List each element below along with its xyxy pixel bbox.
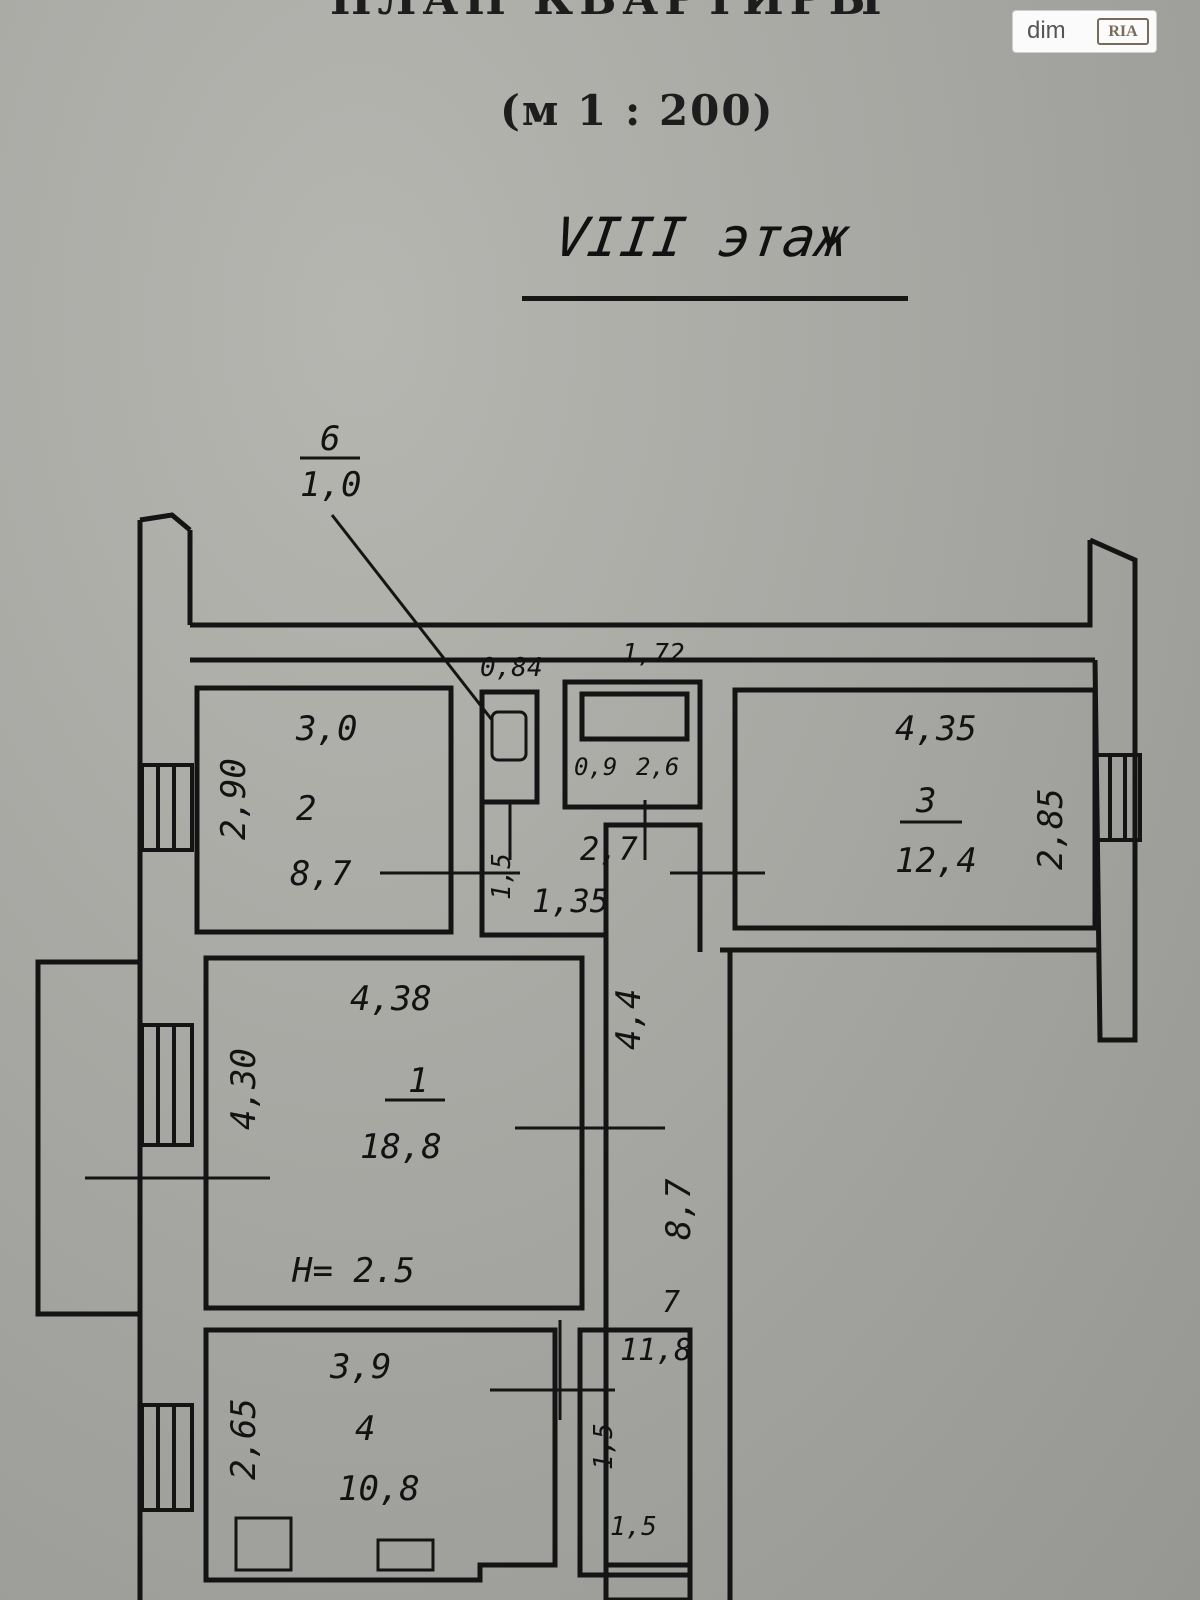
closet-ref-num: 6 [320,419,340,459]
plan-title: ПЛАН КВАРТИРЫ [330,0,970,25]
bath-outline [562,679,703,810]
toilet-fixture [490,710,528,762]
dim-ria-logo[interactable]: dim RIA [1012,10,1157,53]
plan-scale: (м 1 : 200) [500,86,775,135]
room-1-number: 1 [408,1061,428,1101]
toilet-width-label: 0,84 [480,653,543,683]
hall-length: 1,35 [532,882,609,920]
outer-wall-left [137,520,193,1600]
room-7-number: 7 [662,1285,680,1320]
balcony-outline [35,959,143,1317]
room-1-outline [203,955,585,1311]
room-7-side-2: 1,5 [610,1512,657,1542]
window-room-4 [140,1403,194,1512]
wall-stub-top-left [139,512,192,532]
room-4-length: 2,65 [224,1398,264,1480]
floor-underline [522,296,908,301]
room-7-side: 1,5 [589,1423,619,1470]
bathtub [579,691,690,742]
stove-fixture [234,1516,293,1572]
room-4-area: 10,8 [338,1469,420,1509]
room-4-width: 3,9 [329,1347,391,1387]
toilet-outline [479,689,540,805]
outer-wall-top [190,540,1095,663]
room-2-width: 3,0 [295,709,357,749]
window-room-3 [1093,753,1142,842]
room-3-area: 12,4 [895,841,977,881]
hall-width: 2,7 [580,830,638,868]
room-2-number: 2 [296,789,316,829]
room-2-area: 8,7 [290,854,352,894]
room-1-length: 4,30 [224,1048,264,1130]
corridor-area: 8,7 [659,1178,699,1240]
window-room-1 [140,1023,194,1147]
hall-side: 1,5 [487,853,517,900]
hall-walls [479,802,703,952]
room-3-width: 4,35 [895,709,977,749]
bath-area-label: 0,9 [574,753,617,781]
logo-dim-text: dim [1027,17,1066,44]
logo-ria-badge: RIA [1097,18,1149,45]
room-1-area: 18,8 [360,1127,442,1167]
room-1-height: H= 2.5 [291,1251,415,1291]
corridor-length: 4,4 [609,989,649,1050]
room-4-outline [203,1327,558,1583]
window-room-2 [140,763,194,852]
room-2-outline [194,685,454,935]
room-7-area: 11,8 [620,1333,692,1368]
bath-area-label-2: 2,6 [636,753,679,781]
bath-width-label: 1,72 [622,639,685,669]
room-3-number: 3 [915,781,936,821]
room-4-number: 4 [355,1409,375,1449]
room-2-length: 2,90 [214,758,254,840]
outer-wall-right [1088,537,1138,1043]
room-3-length: 2,85 [1031,788,1071,870]
sink-fixture [376,1538,435,1572]
closet-ref-area: 1,0 [300,465,361,505]
corridor-walls [603,935,733,1600]
leader-line-closet [330,514,494,721]
room-7-block [603,1562,693,1600]
room-1-width: 4,38 [350,979,432,1019]
